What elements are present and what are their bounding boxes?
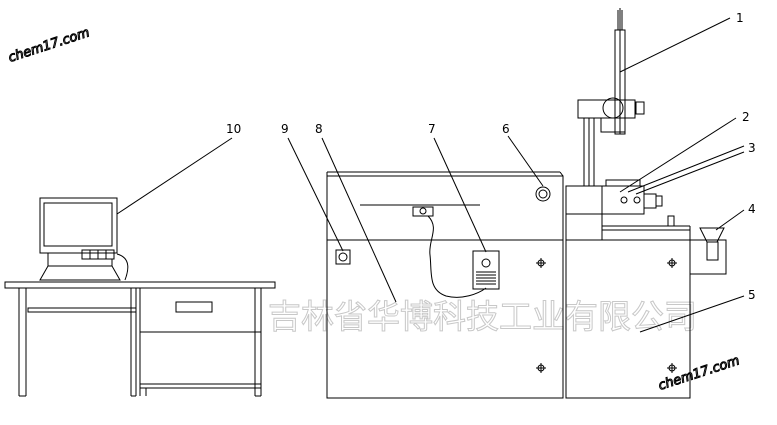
screw-mark (667, 258, 677, 268)
computer-monitor-icon (39, 197, 129, 281)
cabinet-body (326, 175, 564, 399)
screw-mark (667, 363, 677, 373)
sensor-head (412, 206, 434, 217)
drawer-handle (175, 301, 213, 313)
screw-mark (536, 258, 546, 268)
right-cabinet-body (565, 239, 691, 399)
clamp-assembly (601, 179, 663, 215)
adjust-knob (535, 186, 551, 202)
hopper (690, 227, 727, 275)
callout-labels: 1 2 3 4 5 6 7 8 9 10 (226, 11, 756, 302)
right-cabinet (565, 185, 691, 399)
leader-lines (116, 17, 745, 333)
watermark-company: 吉林省华博科技工业有限公司 (268, 297, 697, 336)
callout-6: 6 (502, 122, 510, 136)
signal-cable (427, 215, 487, 298)
base-block (565, 185, 603, 241)
controller-panel (472, 250, 500, 290)
drawer-cabinet (139, 287, 262, 333)
desk-top (4, 281, 276, 289)
callout-3: 3 (748, 141, 756, 155)
callout-9: 9 (281, 122, 289, 136)
callout-4: 4 (748, 202, 756, 216)
vertical-column (577, 8, 645, 187)
main-cabinet (326, 171, 564, 399)
callout-10: 10 (226, 122, 241, 136)
screw-mark (536, 363, 546, 373)
computer-desk (4, 281, 276, 397)
cabinet-base (139, 383, 262, 389)
callout-7: 7 (428, 122, 436, 136)
callout-5: 5 (748, 288, 756, 302)
callout-1: 1 (736, 11, 744, 25)
watermark-site-top-left: chem17.com (7, 25, 92, 65)
callout-2: 2 (742, 110, 750, 124)
keyboard-tray (27, 307, 137, 313)
watermark-site-bottom-right: chem17.com (657, 353, 742, 393)
callout-8: 8 (315, 122, 323, 136)
power-switch (335, 249, 351, 265)
